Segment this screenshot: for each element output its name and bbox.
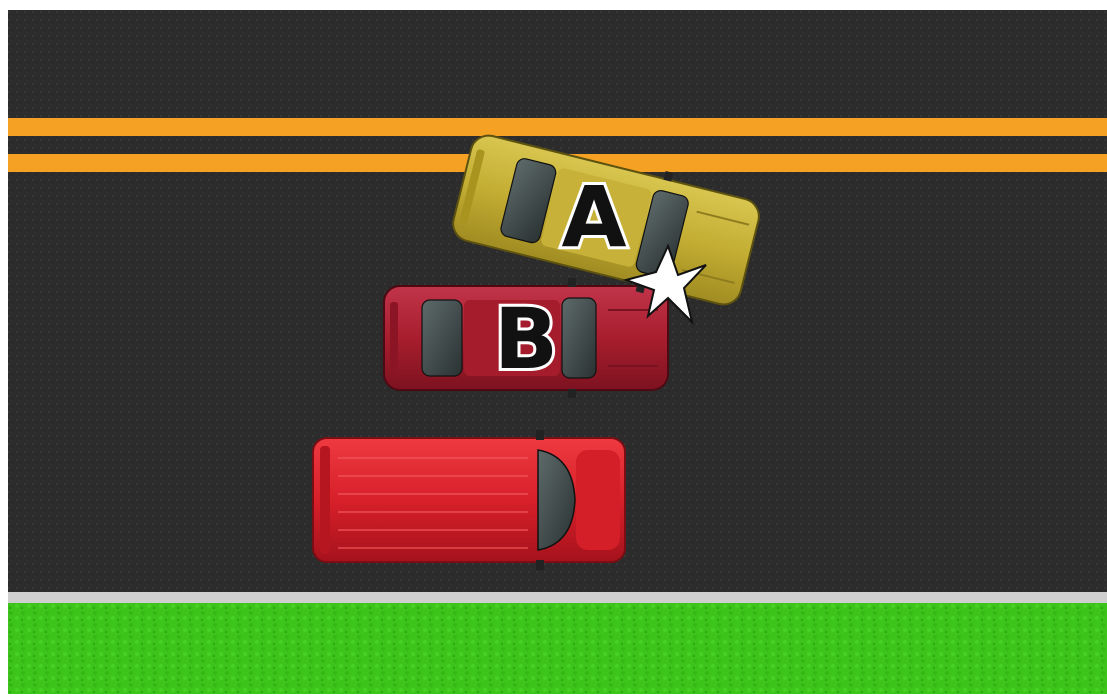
center-line-top (8, 118, 1107, 136)
svg-text:B: B (494, 290, 558, 388)
vehicle-a-label: A (561, 168, 626, 266)
vehicle-b-label: B (494, 290, 558, 388)
svg-text:A: A (561, 168, 626, 266)
parked-van (313, 430, 625, 570)
grass-verge (8, 603, 1107, 694)
curb (8, 592, 1107, 603)
accident-diagram: A B (8, 10, 1107, 694)
